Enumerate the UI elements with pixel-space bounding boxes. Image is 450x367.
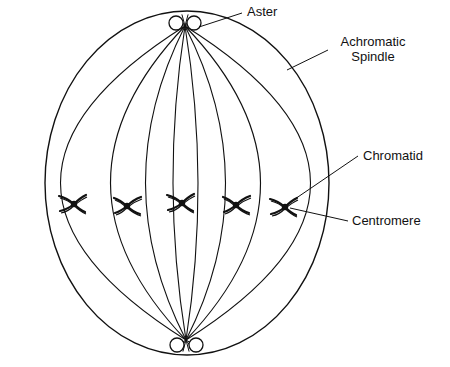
chromosome [167,194,195,213]
part-label: Chromatid [362,148,424,163]
leader-line [199,13,242,27]
centrioles [169,16,203,352]
cell-outline [45,11,329,355]
spindle-fibre [185,26,226,340]
centriole [170,338,184,352]
part-label: Centromere [351,213,422,228]
part-label: Achromatic Spindle [331,34,415,64]
centriole [169,16,183,30]
chromosome [114,197,142,216]
spindle-fibres [60,26,310,340]
leader-line [290,208,348,221]
chromosome [59,195,87,214]
part-label: Aster [246,4,278,19]
chromosome [223,196,251,215]
spindle-fibre [145,26,186,340]
leader-line [287,50,328,70]
spindle-fibre [185,26,198,340]
centriole [187,16,201,30]
spindle-fibre [60,26,186,340]
chromosome [270,198,298,217]
spindle-fibre [173,26,186,340]
spindle-fibre [110,26,186,340]
leader-line [292,156,358,201]
centriole [189,338,203,352]
spindle-fibre [185,26,311,340]
